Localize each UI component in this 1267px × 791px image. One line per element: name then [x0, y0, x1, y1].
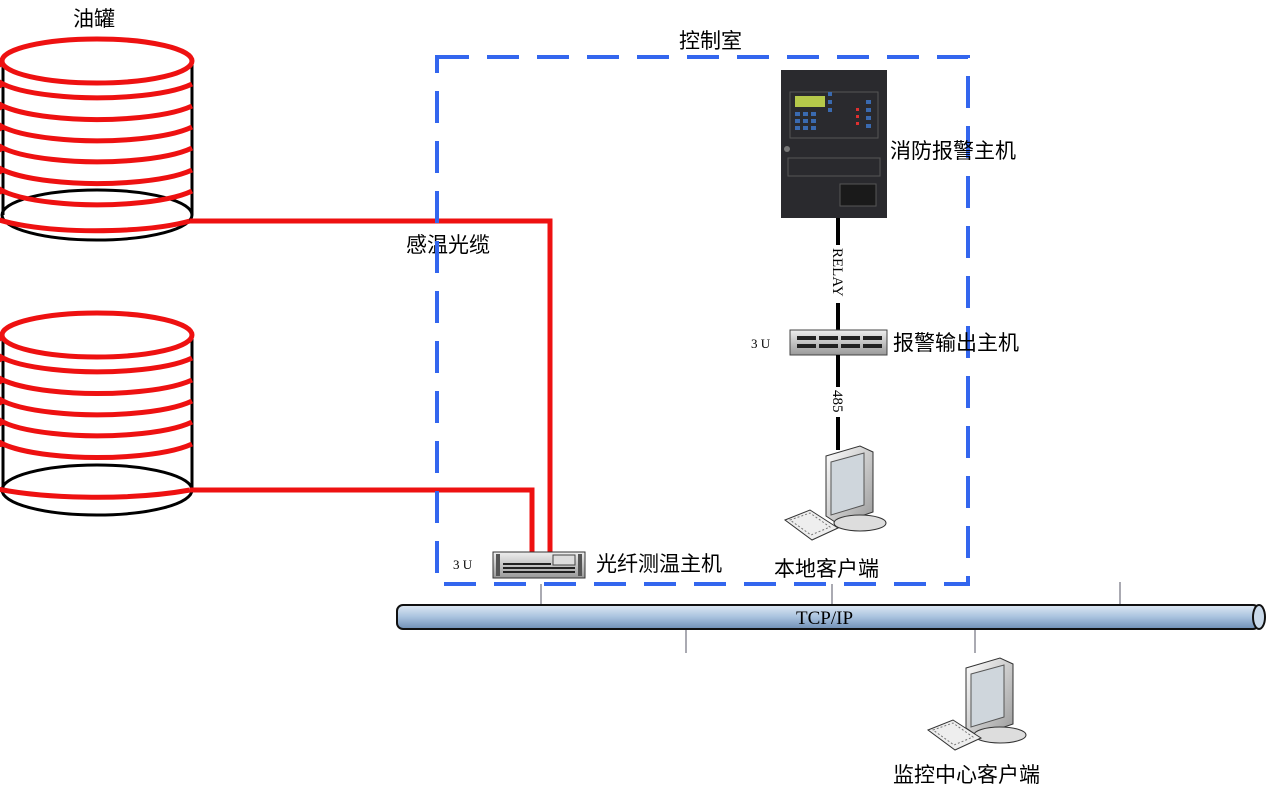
oil-tank-label: 油罐 — [73, 7, 115, 31]
tcp-ip-label: TCP/IP — [796, 608, 853, 629]
monitor-center-client-computer-icon — [926, 657, 1027, 751]
alarm-output-host-device — [789, 329, 888, 356]
alarm-output-host-label: 报警输出主机 — [893, 331, 1019, 355]
monitor-center-client-label: 监控中心客户端 — [893, 763, 1040, 787]
relay-label: RELAY — [829, 248, 845, 297]
fiber-temp-rack-units: 3 U — [453, 557, 473, 572]
rs485-label: 485 — [829, 390, 845, 413]
control-room-boundary — [435, 55, 970, 586]
fire-alarm-host-label: 消防报警主机 — [890, 139, 1016, 163]
local-client-computer-icon — [783, 445, 887, 541]
fire-alarm-host-panel — [781, 70, 887, 218]
network-drops — [540, 582, 1121, 653]
fiber-temp-host-device — [492, 551, 586, 579]
oil-tank-1 — [0, 36, 195, 242]
oil-tank-2 — [0, 310, 195, 517]
alarm-output-rack-units: 3 U — [751, 336, 771, 351]
local-client-label: 本地客户端 — [774, 557, 879, 581]
fiber-temp-host-label: 光纤测温主机 — [596, 552, 722, 576]
sensing-cable-1 — [190, 218, 553, 553]
tcp-ip-network-bus — [396, 604, 1266, 630]
sensing-cable-2 — [190, 487, 535, 553]
sensing-cable-label: 感温光缆 — [406, 233, 490, 257]
control-room-label: 控制室 — [679, 29, 742, 53]
